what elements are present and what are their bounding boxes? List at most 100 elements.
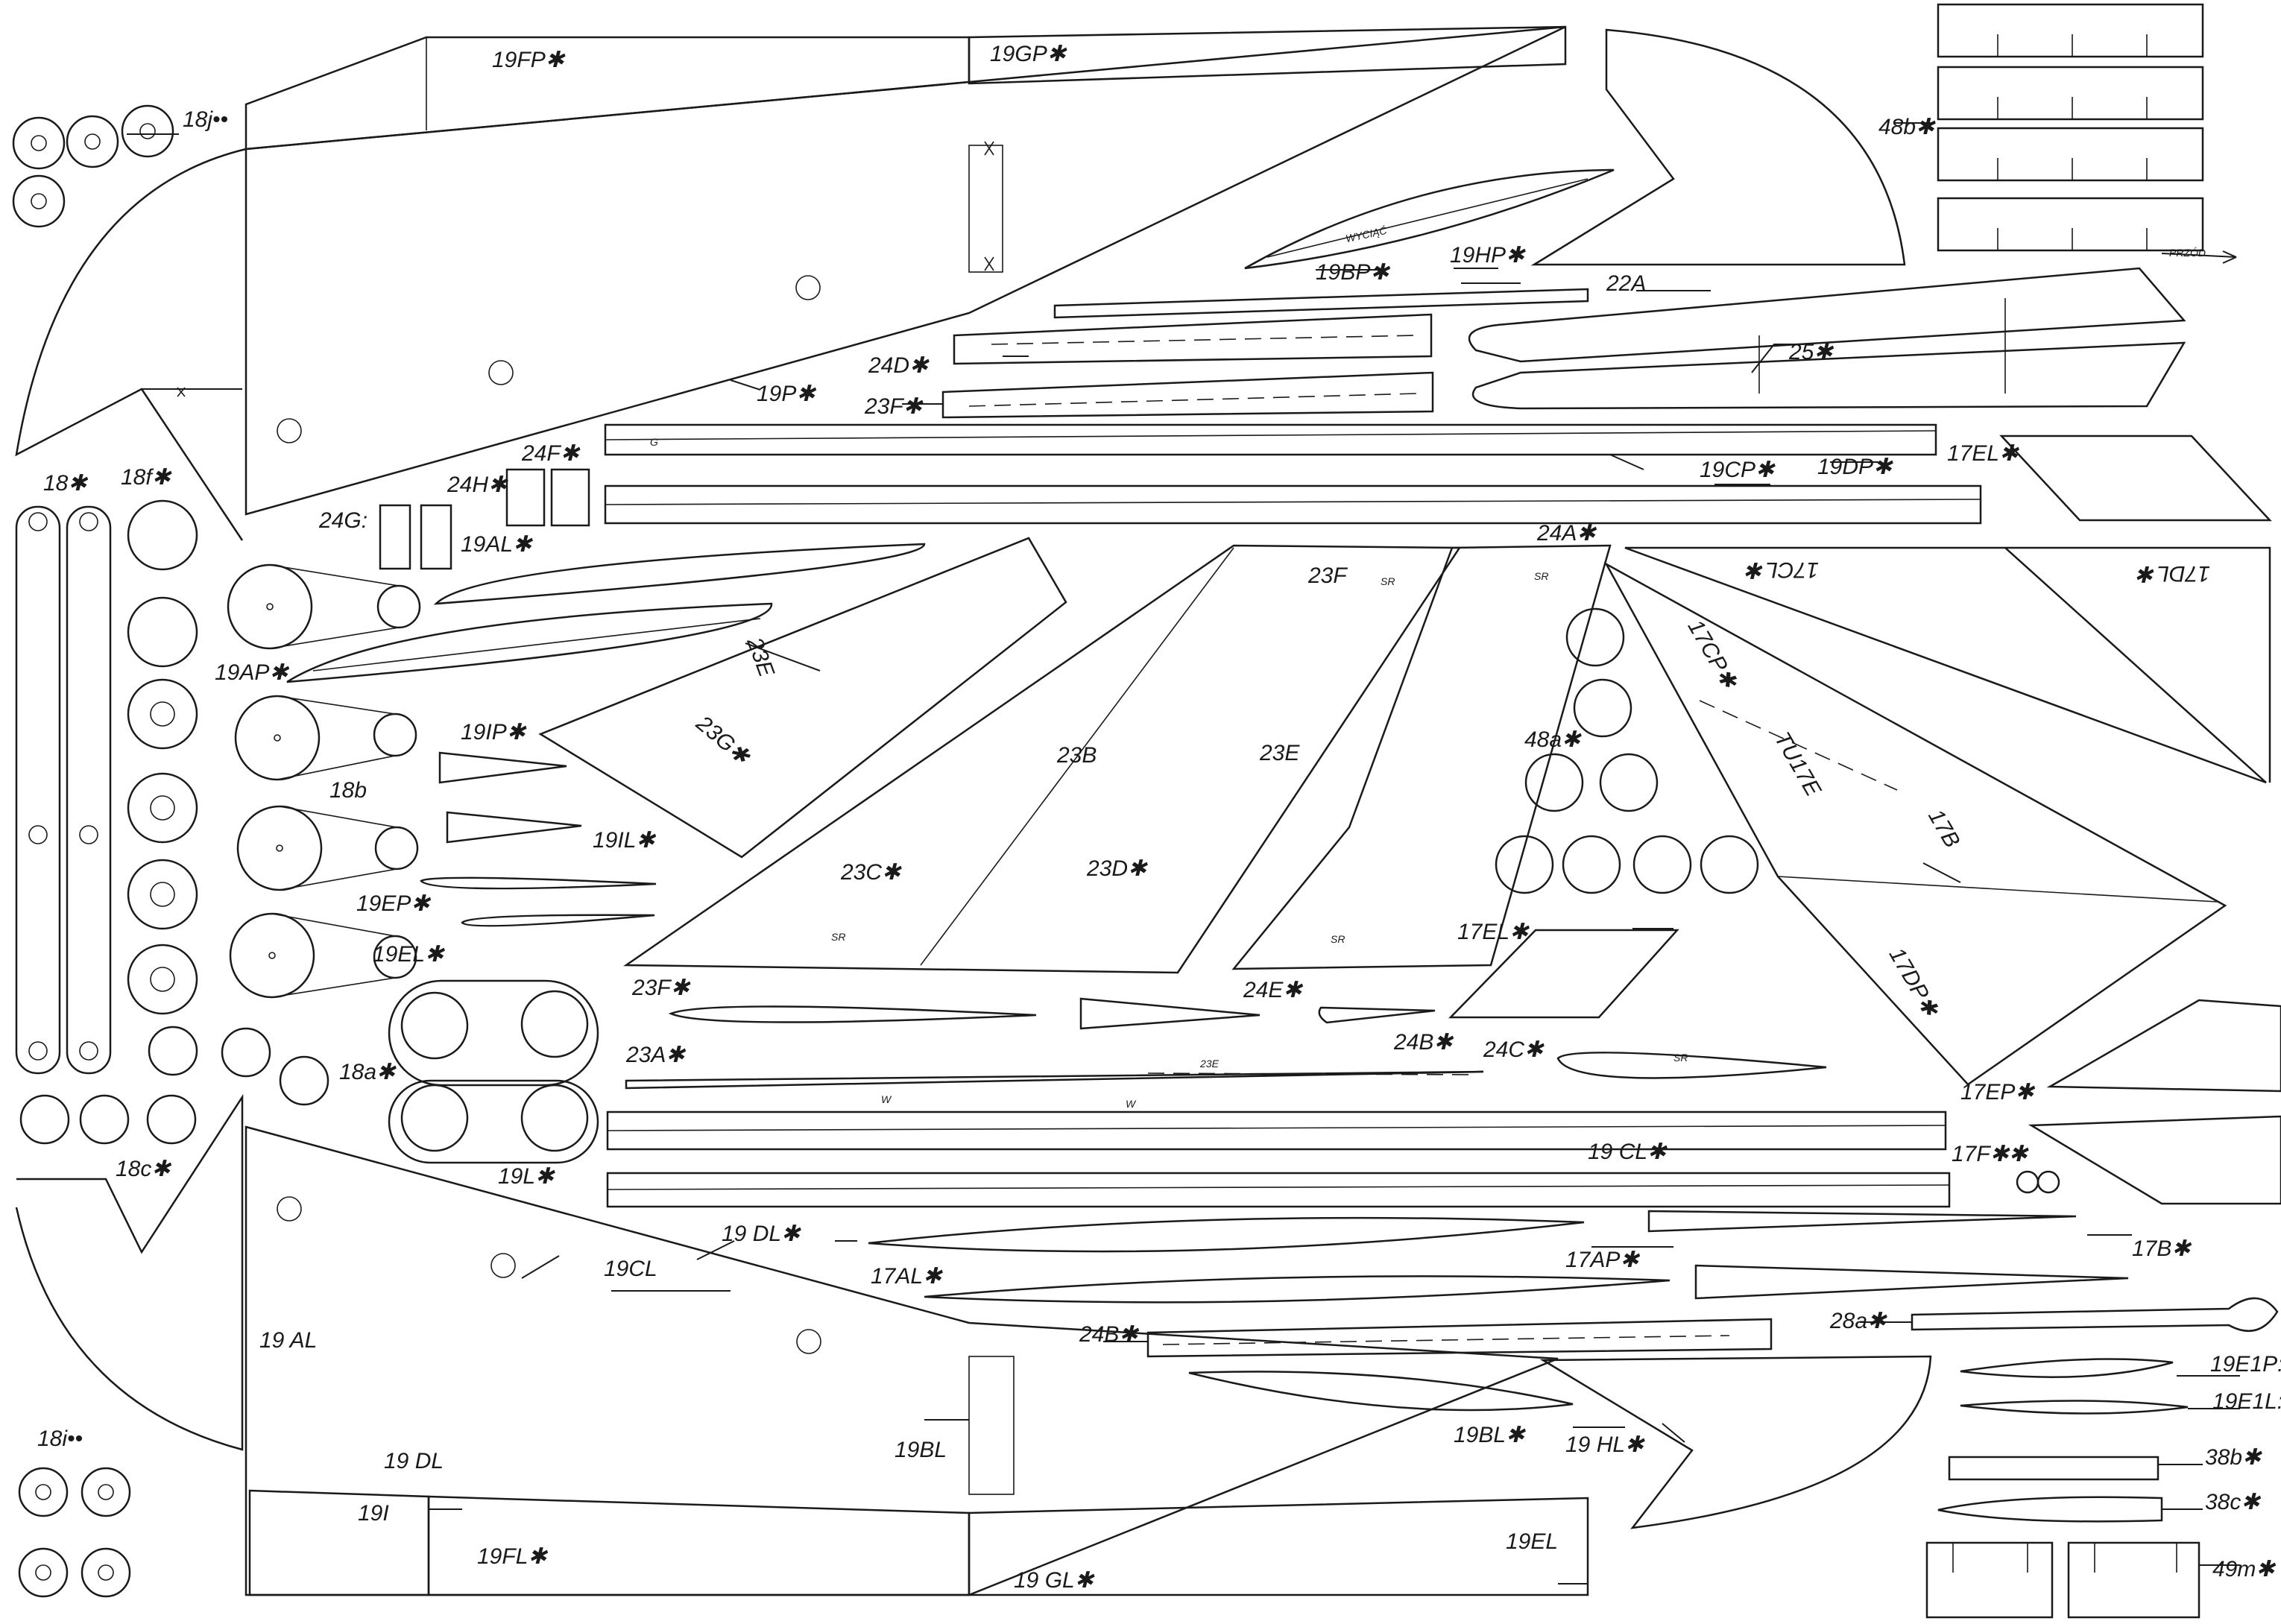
label-25: 25✱	[1788, 340, 1834, 364]
label-23e: 23E	[1259, 741, 1300, 765]
label-19-dl: 19 DL	[384, 1449, 444, 1473]
label-19ip: 19IP✱	[461, 720, 527, 745]
label-24g: 24G:	[318, 508, 367, 533]
label-24d: 24D✱	[868, 353, 930, 378]
label-19bp: 19BP✱	[1316, 260, 1390, 285]
label-23a: 23A✱	[625, 1043, 686, 1067]
rivet-holes-top	[277, 275, 821, 443]
part-24b-spar-bottom	[1146, 1318, 1773, 1358]
part-23f-fairing-bottom	[668, 1005, 1037, 1023]
part-17cl-17dl-large	[1624, 546, 2271, 784]
label-17al: 17AL✱	[871, 1264, 943, 1289]
label-18: 18✱	[43, 471, 88, 496]
label-38c: 38c✱	[2205, 1490, 2261, 1514]
part-19bp-fairing	[1244, 168, 1615, 270]
rivet-holes-bottom	[277, 1196, 821, 1354]
part-19-cl-spar	[606, 1110, 1947, 1151]
part-17al-17ap-spars	[868, 1216, 1670, 1304]
part-17ep-parallelograms	[2028, 999, 2281, 1205]
part-49m-boxes	[1925, 1541, 2200, 1619]
part-19al-19ap-fairings	[286, 543, 926, 683]
label-48a: 48a✱	[1524, 727, 1582, 752]
label-18c: 18c✱	[116, 1157, 171, 1181]
label-17el-top: 17EL✱	[1947, 441, 2019, 466]
label-19-al: 19 AL	[259, 1328, 317, 1353]
label-28a: 28a✱	[1829, 1309, 1887, 1333]
part-25-nacelle-halves	[1468, 267, 2186, 410]
label-18j: 18j••	[183, 107, 228, 132]
part-24f-24h-24g-blocks	[379, 468, 590, 570]
label-18f: 18f✱	[121, 465, 172, 490]
scissors-icon	[177, 141, 994, 397]
label-24a: 24A✱	[1536, 521, 1597, 546]
label-17ap: 17AP✱	[1565, 1248, 1640, 1272]
label-17cl: 17CL✱	[1745, 557, 1819, 582]
part-48a-discs	[1495, 607, 1759, 894]
label-19p: 19P✱	[757, 382, 816, 406]
part-wing-fillet-top	[15, 148, 247, 541]
part-17el-parallelogram-top	[1999, 435, 2272, 522]
label-17f: 17F✱✱	[1952, 1142, 2029, 1166]
mark-w-2: W	[1126, 1098, 1137, 1110]
leader-lines	[127, 122, 2240, 1584]
part-19gp-top-skin	[968, 25, 1567, 85]
part-24e-fairing	[1079, 997, 1261, 1030]
label-38b: 38b✱	[2205, 1445, 2262, 1470]
label-19i: 19I	[358, 1501, 389, 1526]
mark-w-1: W	[881, 1093, 892, 1105]
part-19ep-19el-strips	[420, 876, 657, 927]
label-19-gl: 19 GL✱	[1014, 1568, 1095, 1593]
label-19gp: 19GP✱	[990, 42, 1067, 66]
label-18b: 18b	[329, 778, 367, 803]
part-19cp-spar	[604, 423, 1937, 456]
label-19-dl-bar: 19 DL✱	[722, 1222, 801, 1246]
part-19l-main-panel	[244, 1125, 1559, 1596]
part-28a-rod	[1911, 1297, 2279, 1332]
label-19e1l: 19E1L:	[2212, 1389, 2281, 1414]
label-19cp: 19CP✱	[1700, 458, 1776, 482]
label-19el-left: 19EL✱	[373, 942, 445, 967]
part-17el-parallelogram-mid	[1448, 929, 1679, 1019]
part-23f-strip-top	[941, 371, 1434, 419]
label-49m: 49m✱	[2212, 1557, 2276, 1582]
part-19ip-19il-tips	[438, 751, 582, 844]
part-18b-link-pieces	[227, 563, 421, 999]
part-19e1p-19e1l-strips	[1960, 1358, 2189, 1415]
label-19e1p: 19E1P:	[2210, 1352, 2281, 1377]
label-19hp: 19HP✱	[1450, 243, 1526, 268]
label-przod: PRZÓD	[2169, 247, 2206, 259]
part-48b-tabs	[1937, 3, 2204, 252]
part-24d-strip	[953, 313, 1433, 365]
label-19cl: 19CL	[604, 1257, 657, 1281]
label-24c: 24C✱	[1483, 1037, 1545, 1062]
part-18f-discs	[127, 499, 198, 1015]
part-18c-small-discs	[19, 1026, 329, 1145]
label-24e: 24E✱	[1243, 978, 1303, 1002]
arrow-icon	[2161, 250, 2237, 264]
part-19p-main-panel	[244, 25, 1566, 516]
mark-sr-4: SR	[1331, 933, 1345, 945]
label-24b-bottom: 24B✱	[1079, 1322, 1139, 1347]
label-23f-top: 23F✱	[864, 394, 924, 419]
label-19fl: 19FL✱	[477, 1544, 548, 1569]
label-19al-top: 19AL✱	[461, 532, 533, 557]
label-17el-mid: 17EL✱	[1457, 920, 1530, 944]
label-48b: 48b✱	[1878, 115, 1936, 139]
label-19ap: 19AP✱	[215, 660, 289, 685]
mark-sr-1: SR	[1381, 575, 1395, 587]
mark-g: G	[650, 436, 658, 448]
mark-sr-3: SR	[831, 931, 845, 943]
part-18i-washers	[18, 1467, 131, 1598]
part-19hl-fin	[1539, 1355, 1932, 1529]
part-23a-spar	[625, 1070, 1484, 1090]
part-18a-belts	[388, 979, 599, 1164]
label-22a: 22A	[1606, 271, 1646, 296]
label-17b: 17B✱	[2132, 1236, 2192, 1261]
label-19dp: 19DP✱	[1817, 455, 1893, 479]
label-19fp: 19FP✱	[492, 48, 566, 72]
label-19bl: 19BL✱	[1454, 1423, 1526, 1447]
label-23f-mid: 23F	[1307, 563, 1348, 588]
label-19bl-mid: 19BL	[895, 1438, 947, 1462]
label-19il: 19IL✱	[593, 828, 656, 853]
